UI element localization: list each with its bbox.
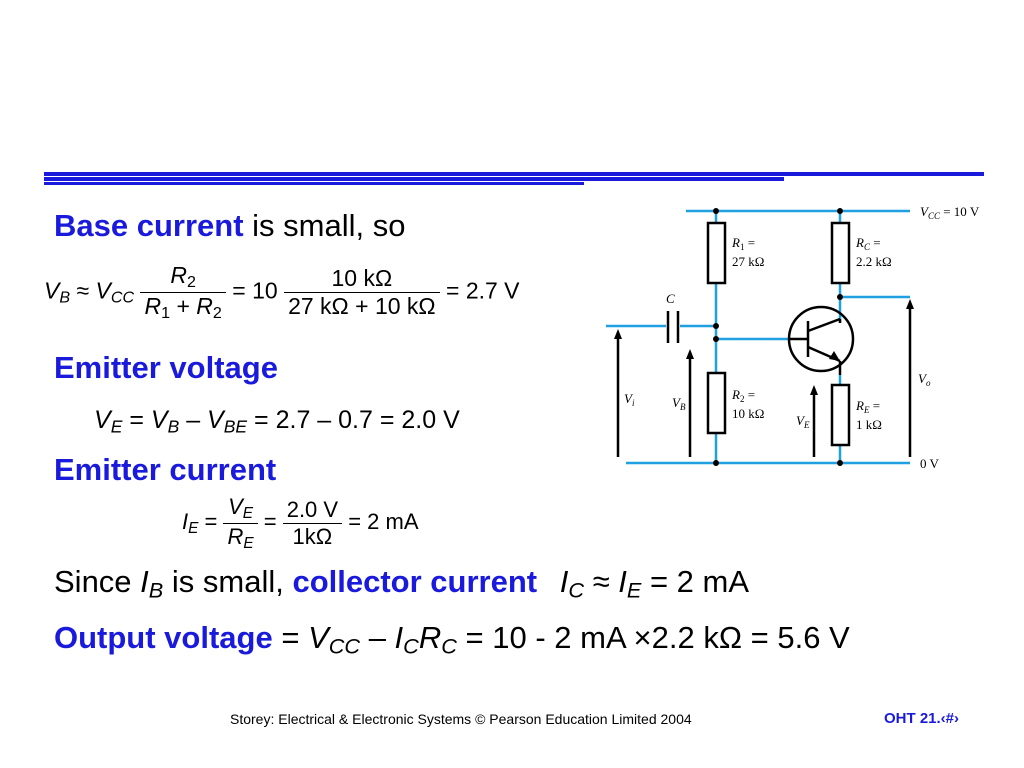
output-voltage-label: Output voltage xyxy=(54,620,273,655)
emitter-current-heading: Emitter current xyxy=(54,452,277,487)
svg-text:C: C xyxy=(666,291,675,306)
page-number: OHT 21.‹#› xyxy=(884,710,960,727)
collector-current-label: collector current xyxy=(292,564,538,599)
vb-equation: VB ≈ VCC R2 R1 + R2 = 10 10 kΩ 27 kΩ + 1… xyxy=(44,262,520,323)
header-rule xyxy=(44,172,984,185)
output-voltage-line: Output voltage = VCC – ICRC = 10 - 2 mA … xyxy=(54,620,850,659)
circuit-diagram: VCC = 10 V R1 = 27 kΩ R2 = 10 kΩ RC = 2.… xyxy=(606,204,980,471)
svg-text:2.2 kΩ: 2.2 kΩ xyxy=(856,254,892,269)
svg-text:R1 =: R1 = xyxy=(731,235,755,252)
svg-text:Vo: Vo xyxy=(918,371,931,388)
resistor-fraction: 10 kΩ 27 kΩ + 10 kΩ xyxy=(284,265,440,320)
svg-text:VCC = 10 V: VCC = 10 V xyxy=(920,204,980,221)
svg-text:0 V: 0 V xyxy=(920,456,940,471)
svg-text:R2 =: R2 = xyxy=(731,387,755,404)
base-current-heading: Base current xyxy=(54,208,244,243)
svg-text:VB: VB xyxy=(672,395,686,412)
base-current-tail: is small, so xyxy=(243,208,406,243)
base-current-line: Base current is small, so xyxy=(54,208,405,244)
svg-text:27 kΩ: 27 kΩ xyxy=(732,254,764,269)
svg-text:RC =: RC = xyxy=(855,235,881,252)
svg-text:RE =: RE = xyxy=(855,398,880,415)
footer-credit: Storey: Electrical & Electronic Systems … xyxy=(230,711,692,727)
emitter-voltage-heading: Emitter voltage xyxy=(54,350,278,385)
divider-fraction: R2 R1 + R2 xyxy=(140,262,226,323)
collector-current-line: Since IB is small, collector current IC … xyxy=(54,564,750,603)
ve-equation: VE = VB – VBE = 2.7 – 0.7 = 2.0 V xyxy=(94,406,460,437)
svg-text:Vi: Vi xyxy=(624,391,635,408)
svg-text:1 kΩ: 1 kΩ xyxy=(856,417,882,432)
svg-text:10 kΩ: 10 kΩ xyxy=(732,406,764,421)
svg-text:VE: VE xyxy=(796,413,810,430)
